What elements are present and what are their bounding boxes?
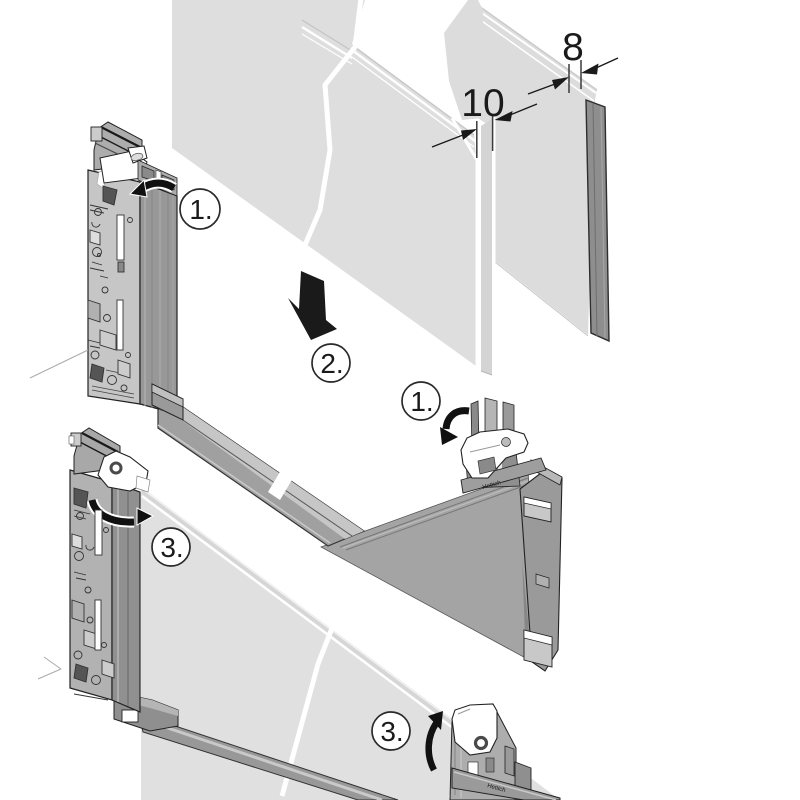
svg-text:3.: 3. <box>380 716 403 747</box>
svg-text:Hettich: Hettich <box>486 783 506 794</box>
svg-text:8: 8 <box>562 26 584 69</box>
svg-text:10: 10 <box>461 82 504 125</box>
svg-text:3.: 3. <box>160 532 183 563</box>
svg-text:2.: 2. <box>320 348 343 379</box>
svg-text:1.: 1. <box>189 194 212 225</box>
svg-text:Hettich: Hettich <box>482 480 502 491</box>
svg-text:1.: 1. <box>410 386 433 417</box>
